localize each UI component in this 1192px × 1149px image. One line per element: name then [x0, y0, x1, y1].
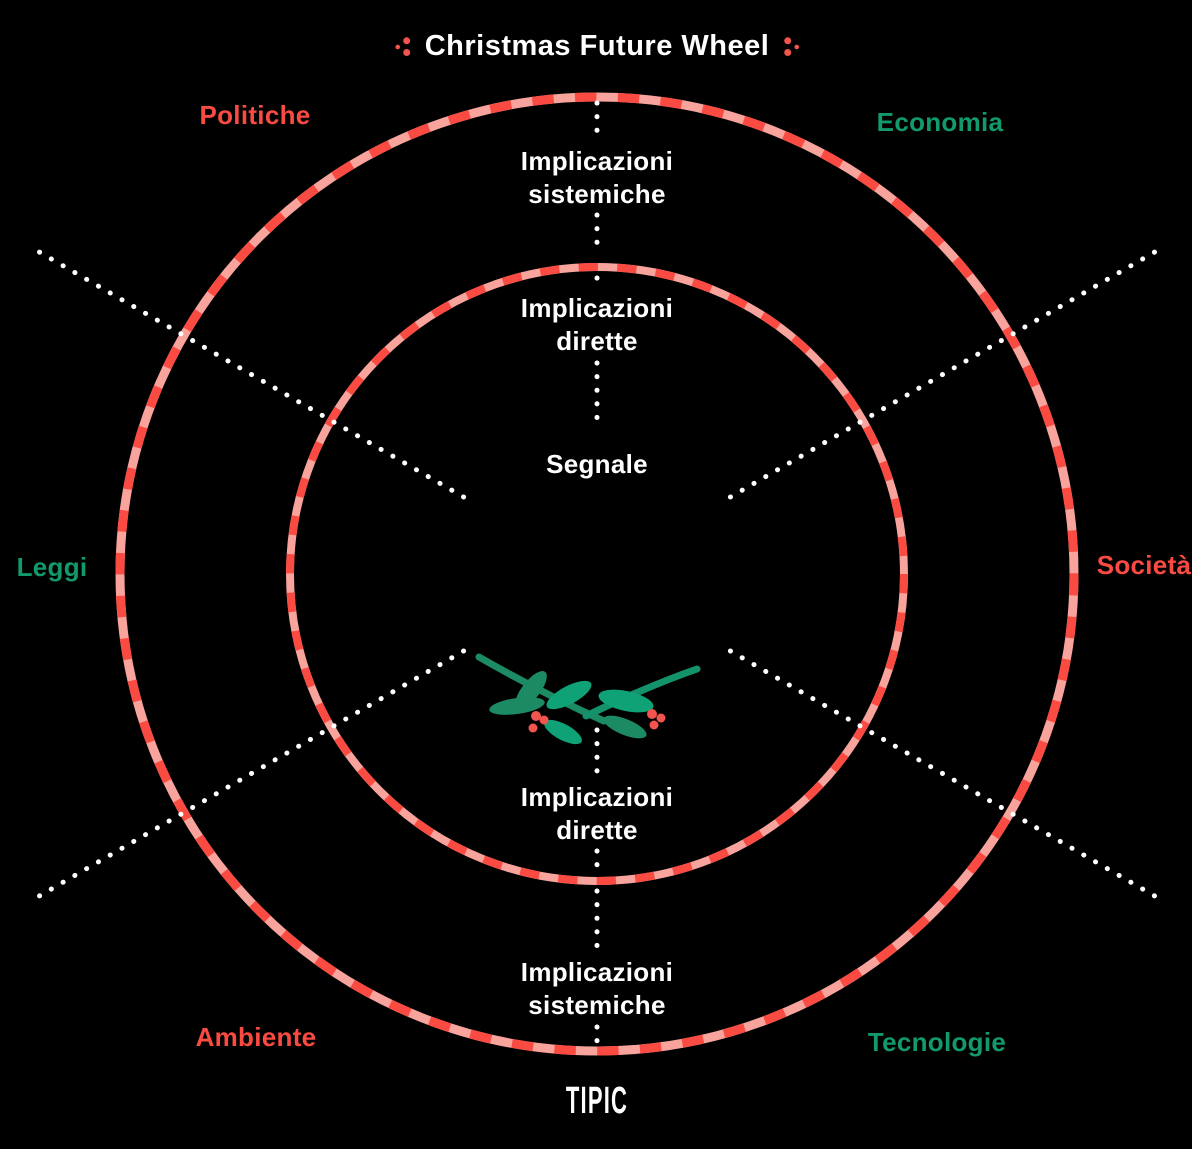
inner-ring-red-dashes — [286, 263, 908, 885]
sector-label-ambiente: Ambiente — [195, 1022, 317, 1052]
spoke-lower-left — [35, 648, 467, 899]
sprig-berries-right — [647, 709, 666, 730]
sprig-berries-left — [528, 711, 549, 733]
sector-label-politiche: Politiche — [199, 100, 311, 130]
mistletoe-sprig-icon — [475, 653, 701, 745]
sprig-leaf — [546, 680, 592, 710]
page-title: Christmas Future Wheel — [394, 30, 801, 63]
ring-label-line: dirette — [556, 815, 638, 845]
berry-dots-icon — [783, 36, 799, 56]
outer-ring-red-dashes — [115, 92, 1079, 1056]
spoke-upper-right — [727, 249, 1159, 500]
ring-label-line: sistemiche — [528, 179, 666, 209]
sprig-leaf — [544, 719, 582, 745]
inner-ring — [286, 263, 908, 885]
page-title-text: Christmas Future Wheel — [424, 30, 770, 62]
outer-ring — [115, 92, 1079, 1056]
ring-label-signal: Segnale — [546, 449, 648, 479]
ring-label-systemic-bottom: Implicazioni sistemiche — [521, 956, 673, 1022]
sector-label-tecnologie: Tecnologie — [867, 1027, 1007, 1057]
ring-label-line: Implicazioni — [520, 782, 674, 812]
ring-label-direct-bottom: Implicazioni dirette — [521, 781, 673, 847]
spoke-upper-left — [35, 249, 467, 500]
sprig-leaf — [603, 715, 647, 739]
sprig-leaf — [489, 697, 545, 715]
sector-label-societa: Società — [1096, 550, 1192, 580]
dotted-spokes — [35, 100, 1159, 1048]
ring-label-line: Implicazioni — [520, 957, 674, 987]
tipic-logo: TIPIC — [565, 1080, 629, 1122]
ring-label-line: Implicazioni — [520, 146, 674, 176]
ring-label-line: sistemiche — [528, 990, 666, 1020]
sector-label-economia: Economia — [876, 107, 1004, 137]
sprig-leaf — [598, 689, 654, 713]
sector-label-leggi: Leggi — [16, 552, 88, 582]
berry-dots-icon — [395, 36, 411, 56]
ring-label-direct-top: Implicazioni dirette — [521, 292, 673, 358]
ring-label-line: dirette — [556, 326, 638, 356]
sprig-right-stem — [582, 665, 701, 720]
ring-label-line: Implicazioni — [520, 293, 674, 323]
spoke-lower-right — [727, 648, 1159, 899]
ring-label-systemic-top: Implicazioni sistemiche — [521, 145, 673, 211]
